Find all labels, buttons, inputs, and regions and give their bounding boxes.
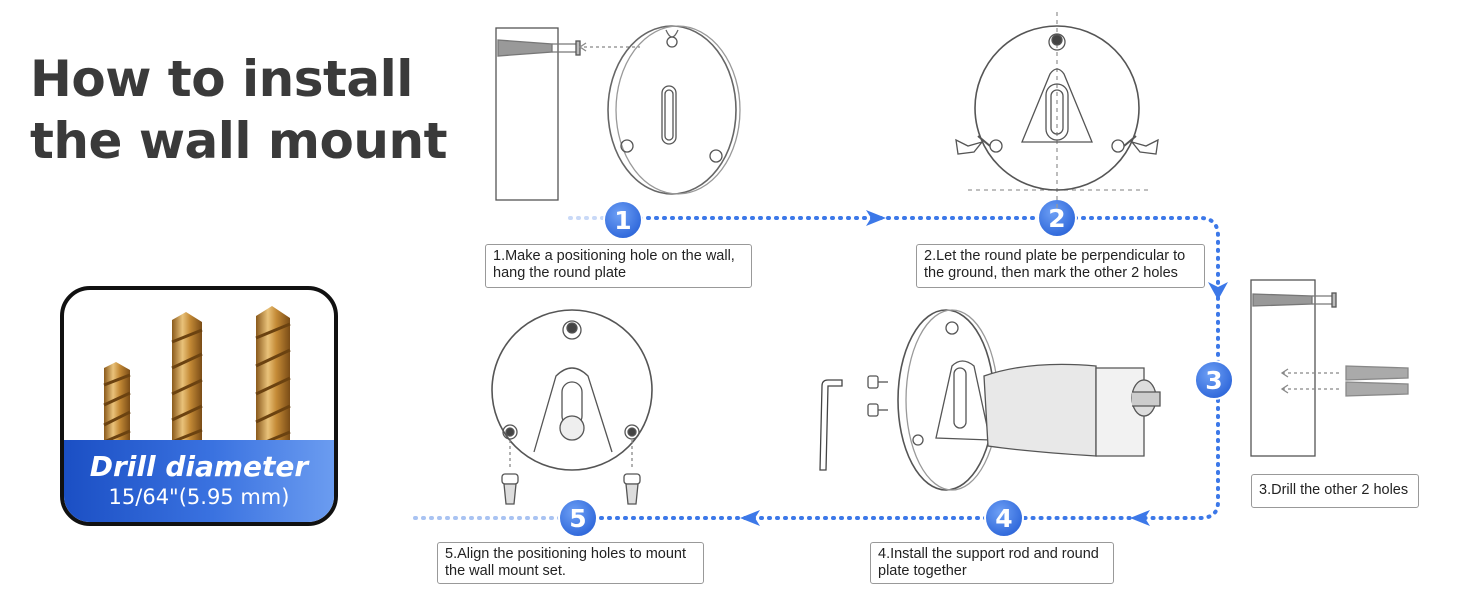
pencil-hand-right-icon: [1123, 135, 1159, 155]
step-badge-1: 1: [603, 200, 643, 240]
screw-icon: [867, 375, 888, 417]
step-5-illustration: [491, 309, 653, 505]
step-3-description: 3.Drill the other 2 holes: [1251, 474, 1419, 508]
step-badge-4: 4: [984, 498, 1024, 538]
arrow-down-icon: [1208, 282, 1228, 300]
drill-diameter-band: Drill diameter 15/64"(5.95 mm): [64, 440, 334, 522]
step-3-illustration: [1250, 279, 1409, 457]
drill-bits-illustration: [103, 306, 291, 450]
step-2-illustration: [955, 12, 1159, 210]
page-title: How to install the wall mount: [30, 48, 450, 172]
drill-diameter-value: 15/64"(5.95 mm): [108, 485, 290, 509]
hex-key-icon: [819, 379, 843, 471]
svg-text:3: 3: [1205, 366, 1222, 395]
svg-text:2: 2: [1048, 204, 1065, 233]
step-2-description: 2.Let the round plate be perpendicular t…: [916, 244, 1205, 288]
pencil-hand-left-icon: [955, 135, 991, 155]
step-4-illustration: [819, 309, 1161, 491]
wall-section: [495, 27, 559, 201]
wall-plug-icon: [1345, 365, 1409, 397]
step-badge-5: 5: [558, 498, 598, 538]
round-plate-icon: [607, 25, 741, 195]
support-rod-icon: [935, 360, 1161, 457]
drill-bit-medium-icon: [171, 312, 203, 450]
title-line-1: How to install: [30, 50, 413, 108]
flow-path: [406, 216, 1220, 520]
step-1-illustration: [495, 25, 741, 201]
round-plate-icon: [897, 309, 999, 491]
drill-diameter-label: Drill diameter: [89, 450, 309, 483]
round-plate-icon: [974, 25, 1140, 191]
svg-text:4: 4: [995, 504, 1012, 533]
drill-bit-small-icon: [103, 362, 131, 450]
wall-section: [1250, 279, 1316, 457]
step-badge-2: 2: [1037, 198, 1077, 238]
arrow-right-icon: [866, 210, 886, 226]
arrow-left-icon: [740, 510, 760, 526]
drill-bit-card: Drill diameter 15/64"(5.95 mm): [60, 286, 338, 526]
step-1-description: 1.Make a positioning hole on the wall, h…: [485, 244, 752, 288]
wall-anchor-icon: [497, 39, 581, 57]
step-4-description: 4.Install the support rod and round plat…: [870, 542, 1114, 584]
screw-icon: [501, 473, 641, 505]
step-5-description: 5.Align the positioning holes to mount t…: [437, 542, 704, 584]
flow-arrows: [740, 210, 1228, 526]
arrow-left-icon: [1130, 510, 1150, 526]
title-line-2: the wall mount: [30, 112, 447, 170]
wall-anchor-icon: [1252, 292, 1337, 308]
svg-text:1: 1: [614, 206, 631, 235]
step-badge-3: 3: [1194, 360, 1234, 400]
round-plate-icon: [491, 309, 653, 471]
svg-text:5: 5: [569, 504, 586, 533]
drill-bit-large-icon: [255, 306, 291, 450]
